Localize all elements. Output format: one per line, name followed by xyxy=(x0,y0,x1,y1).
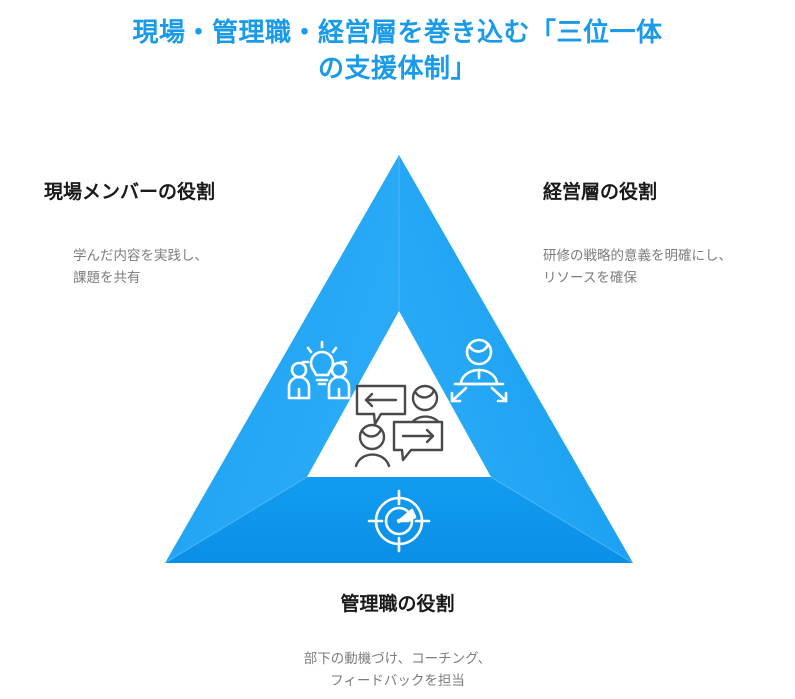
role-heading-left: 現場メンバーの役割 xyxy=(44,182,216,203)
role-description-right: 研修の戦略的意義を明確にし、 リソースを確保 xyxy=(543,248,732,285)
role-block-left: 現場メンバーの役割 学んだ内容を実践し、 課題を共有 xyxy=(44,180,215,289)
role-block-bottom: 管理職の役割 部下の動機づけ、コーチング、 フィードバックを担当 xyxy=(0,592,795,692)
page-title: 現場・管理職・経営層を巻き込む「三位一体 の支援体制」 xyxy=(0,14,795,86)
role-heading-right: 経営層の役割 xyxy=(543,182,658,203)
triangle-segment-left xyxy=(165,155,399,563)
role-block-right: 経営層の役割 研修の戦略的意義を明確にし、 リソースを確保 xyxy=(543,180,732,289)
page-title-line-1: 現場・管理職・経営層を巻き込む「三位一体 xyxy=(132,17,663,47)
page-title-line-2: の支援体制」 xyxy=(317,53,477,83)
leader-inward-arrows-icon xyxy=(450,338,508,403)
two-way-conversation-icon xyxy=(354,384,444,468)
role-description-left: 学んだ内容を実践し、 課題を共有 xyxy=(73,248,208,285)
people-lightbulb-icon xyxy=(287,340,351,400)
target-gauge-icon xyxy=(367,489,431,553)
role-description-bottom: 部下の動機づけ、コーチング、 フィードバックを担当 xyxy=(303,651,492,688)
role-heading-bottom: 管理職の役割 xyxy=(340,594,455,615)
triangle-segment-right xyxy=(399,155,633,563)
